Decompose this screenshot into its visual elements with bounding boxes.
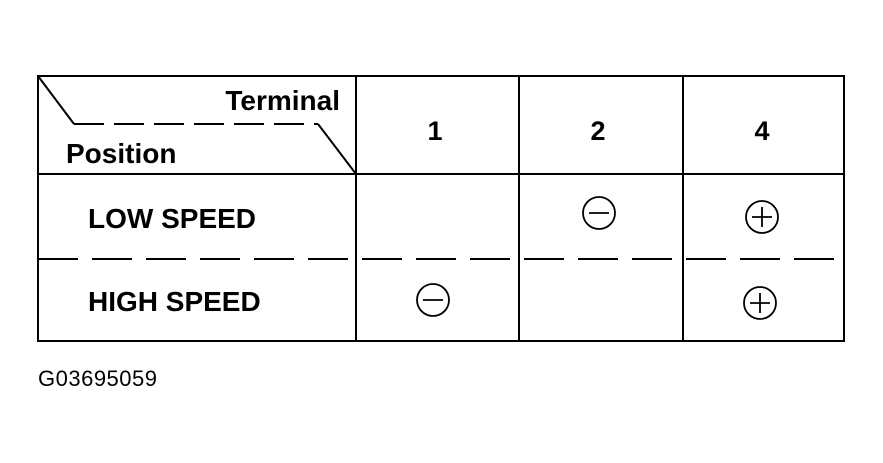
- corner-diagonal: [317, 123, 357, 175]
- corner-label-terminal: Terminal: [225, 85, 340, 116]
- column-header-2: 2: [590, 116, 605, 146]
- column-header-1: 1: [427, 116, 442, 146]
- plus-circle-icon: [743, 286, 777, 320]
- column-header-4: 4: [754, 116, 769, 146]
- row-label-high-speed: HIGH SPEED: [88, 286, 261, 317]
- minus-circle-icon: [582, 196, 616, 230]
- row-label-low-speed: LOW SPEED: [88, 203, 256, 234]
- figure-id: G03695059: [38, 366, 158, 391]
- corner-label-position: Position: [66, 138, 176, 169]
- plus-circle-icon: [745, 200, 779, 234]
- minus-circle-icon: [416, 283, 450, 317]
- corner-diagonal: [37, 75, 75, 125]
- table-border: [37, 75, 845, 342]
